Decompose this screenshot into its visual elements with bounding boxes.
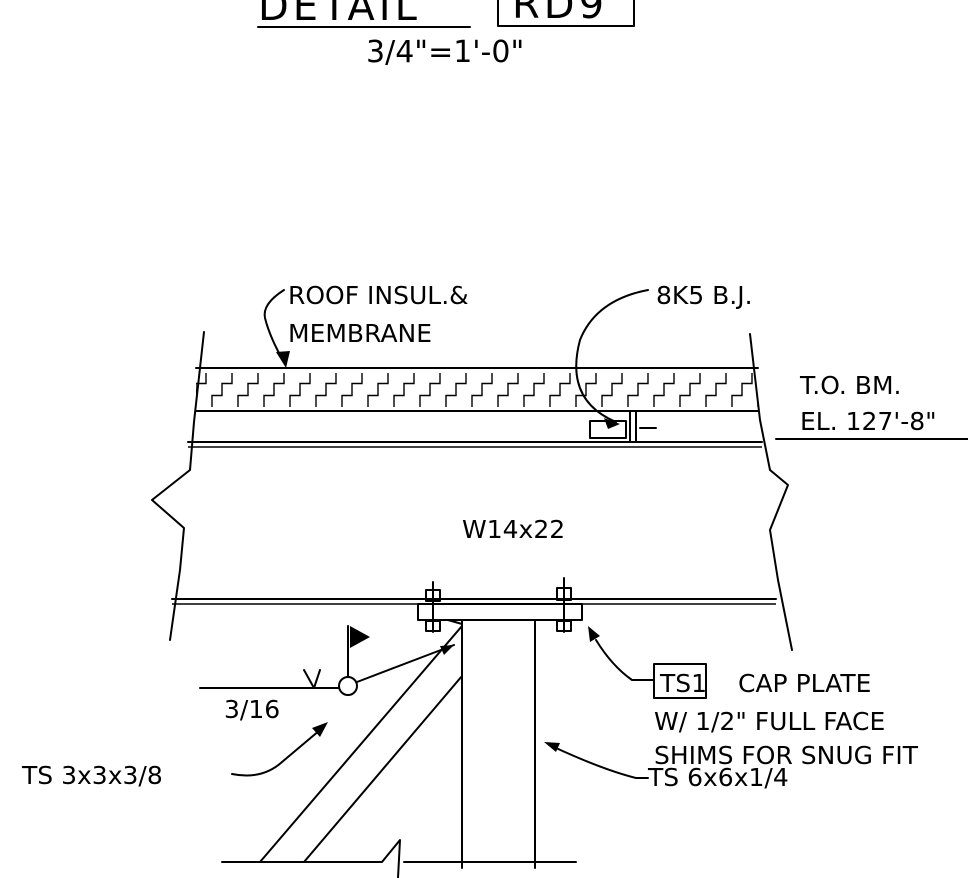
annotation-cap-plate: TS1 CAP PLATE W/ 1/2" FULL FACE SHIMS FO… bbox=[588, 626, 919, 770]
bolt-right bbox=[556, 577, 572, 633]
insulation-hatch-mark bbox=[705, 373, 727, 407]
weld-arrowhead bbox=[440, 645, 454, 655]
insulation-hatch-mark bbox=[263, 373, 285, 407]
weld-size-label: 3/16 bbox=[224, 695, 280, 724]
insulation-hatch-mark bbox=[757, 394, 758, 407]
cap-label-line2: W/ 1/2" FULL FACE bbox=[654, 707, 885, 736]
insulation-hatch-mark bbox=[575, 373, 597, 407]
insulation-hatch-mark bbox=[627, 373, 649, 407]
detail-title-word: DETAIL bbox=[258, 0, 421, 30]
bottom-break-line bbox=[221, 839, 577, 878]
insulation-hatch-mark bbox=[393, 373, 415, 407]
annotation-brace: TS 3x3x3/8 bbox=[21, 722, 328, 790]
insulation-hatch-mark bbox=[419, 373, 441, 407]
insulation-hatch-mark bbox=[679, 373, 701, 407]
insulation-hatch-mark bbox=[601, 373, 623, 407]
detail-scale: 3/4"=1'-0" bbox=[366, 35, 524, 70]
detail-tag: RD9 bbox=[512, 0, 608, 28]
roof-assembly bbox=[187, 367, 763, 448]
cap-label-line1: CAP PLATE bbox=[738, 669, 871, 698]
annotation-elevation: T.O. BM. EL. 127'-8" bbox=[775, 371, 968, 440]
annotation-joist: 8K5 B.J. bbox=[575, 281, 753, 429]
elevation-label-line2: EL. 127'-8" bbox=[800, 407, 937, 436]
annotation-roof: ROOF INSUL.& MEMBRANE bbox=[263, 281, 469, 368]
cap-plate-rect bbox=[417, 603, 583, 621]
insulation-hatch-mark bbox=[289, 373, 311, 407]
insulation-hatch-mark bbox=[367, 373, 389, 407]
brace-ts3x3 bbox=[259, 619, 463, 863]
insulation-hatch-mark bbox=[471, 373, 493, 407]
column-label: TS 6x6x1/4 bbox=[647, 763, 789, 792]
joist-label: 8K5 B.J. bbox=[656, 281, 753, 310]
weld-symbol: 3/16 bbox=[199, 625, 455, 724]
insulation-hatch-mark bbox=[315, 373, 337, 407]
annotation-column: TS 6x6x1/4 bbox=[544, 742, 789, 792]
bolt-left bbox=[425, 581, 441, 633]
cap-plate bbox=[417, 577, 583, 633]
beam-right-break bbox=[749, 333, 793, 651]
beam-left-break bbox=[151, 331, 205, 641]
joist-seat bbox=[589, 411, 657, 443]
insulation-hatch-mark bbox=[653, 373, 675, 407]
beam-w14x22: W14x22 bbox=[151, 331, 793, 651]
insulation-hatch-mark bbox=[549, 373, 571, 407]
insulation-hatch-mark bbox=[237, 373, 259, 407]
weld-flag bbox=[350, 626, 370, 648]
roof-label-line1: ROOF INSUL.& bbox=[288, 281, 469, 310]
column-ts6x6 bbox=[461, 619, 536, 869]
insulation-hatch-mark bbox=[341, 373, 363, 407]
insulation-hatch-mark bbox=[731, 373, 753, 407]
beam-label: W14x22 bbox=[462, 515, 565, 544]
insulation-hatch-mark bbox=[211, 373, 233, 407]
cap-label-line3: SHIMS FOR SNUG FIT bbox=[654, 741, 919, 770]
cap-tag: TS1 bbox=[659, 669, 707, 698]
insulation-hatch bbox=[196, 373, 758, 407]
elevation-label-line1: T.O. BM. bbox=[799, 371, 901, 400]
roof-label-line2: MEMBRANE bbox=[288, 319, 432, 348]
cap-tag-box bbox=[653, 663, 707, 699]
detail-tag-box bbox=[497, 0, 635, 27]
insulation-hatch-mark bbox=[523, 373, 545, 407]
insulation-hatch-mark bbox=[445, 373, 467, 407]
title-block: DETAIL RD9 3/4"=1'-0" bbox=[257, 0, 635, 70]
brace-label: TS 3x3x3/8 bbox=[21, 761, 163, 790]
insulation-hatch-mark bbox=[497, 373, 519, 407]
insulation-hatch-mark bbox=[196, 373, 207, 397]
